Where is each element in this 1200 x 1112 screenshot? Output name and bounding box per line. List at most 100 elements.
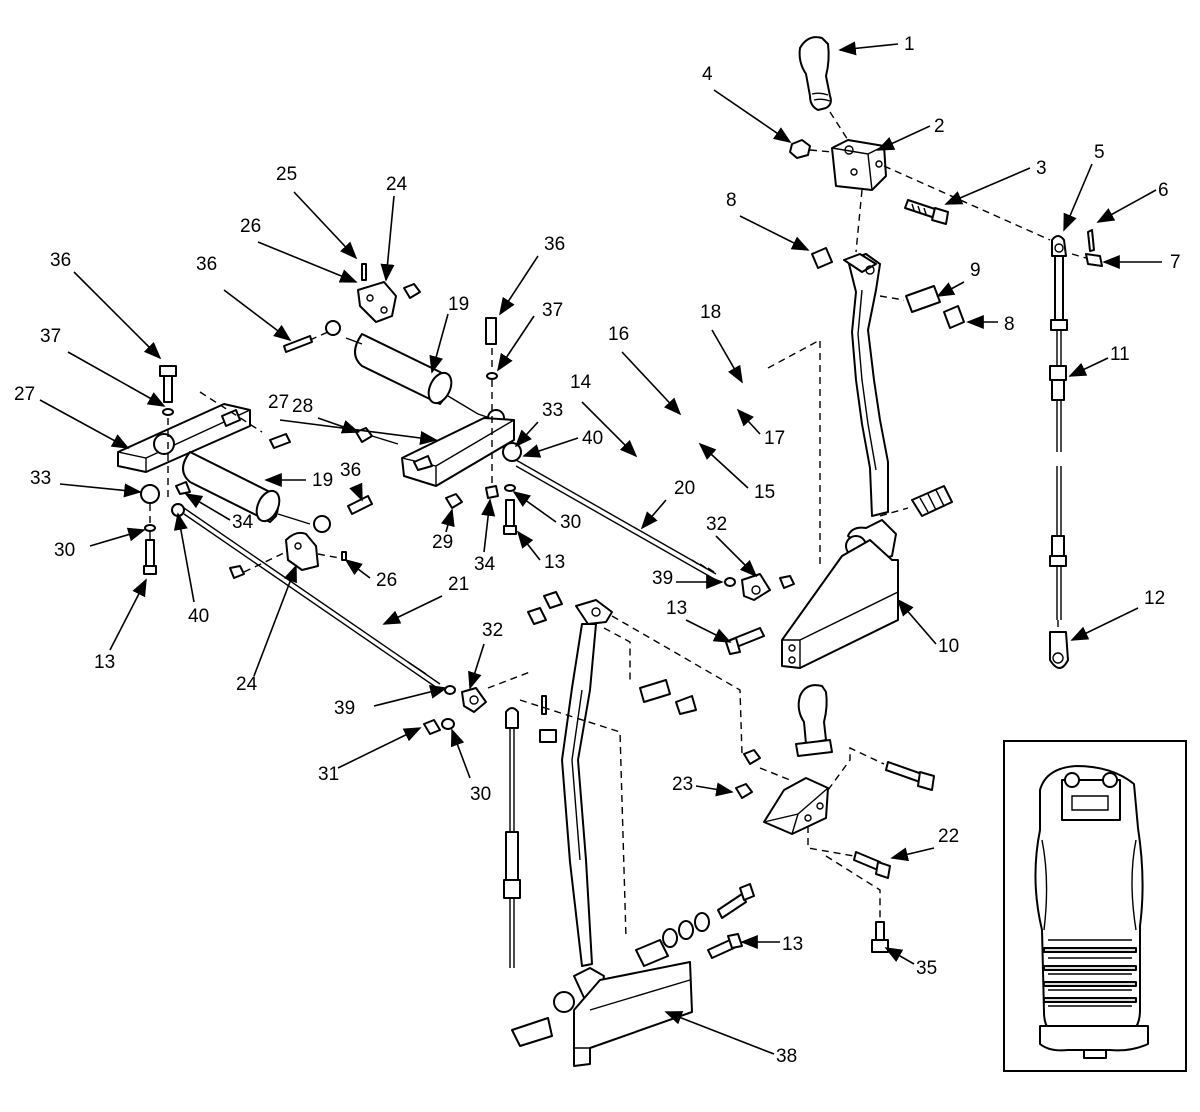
callout-number: 35 bbox=[916, 958, 937, 979]
callout-leader-line bbox=[468, 643, 485, 690]
callout-leader-line bbox=[581, 401, 638, 458]
callout-number: 36 bbox=[50, 250, 71, 271]
callout-number: 7 bbox=[1170, 252, 1181, 273]
callout-leader-line bbox=[184, 493, 231, 521]
callout-number: 27 bbox=[268, 392, 289, 413]
lower-right-block-assembly bbox=[735, 684, 935, 953]
callout-number: 11 bbox=[1110, 344, 1130, 365]
callout-number: 31 bbox=[318, 764, 339, 785]
callout-leader-line bbox=[685, 619, 732, 643]
callout-number: 26 bbox=[240, 216, 261, 237]
callout-leader-line bbox=[936, 281, 965, 297]
callout-number: 39 bbox=[652, 568, 673, 589]
callout-number: 32 bbox=[482, 620, 503, 641]
callout-leader-line bbox=[838, 41, 899, 56]
callout-leader-line bbox=[664, 1011, 775, 1055]
callout-number: 30 bbox=[470, 784, 491, 805]
lever-arm-part bbox=[847, 253, 889, 517]
callout-leader-line bbox=[1070, 607, 1139, 641]
callout-number: 34 bbox=[474, 554, 496, 575]
upper-cylinder-assembly bbox=[283, 263, 522, 535]
callout-leader-line bbox=[223, 289, 292, 342]
callout-number: 13 bbox=[666, 598, 687, 619]
callout-leader-line bbox=[640, 499, 667, 530]
callout-number: 13 bbox=[782, 934, 803, 955]
right-lever-assembly bbox=[781, 36, 965, 669]
callout-number: 40 bbox=[188, 606, 209, 627]
callout-number: 38 bbox=[776, 1046, 797, 1067]
callout-number: 36 bbox=[196, 254, 217, 275]
callout-number: 36 bbox=[544, 234, 565, 255]
callout-number: 24 bbox=[236, 674, 258, 695]
callout-number: 1 bbox=[904, 34, 915, 55]
callout-number: 6 bbox=[1158, 180, 1169, 201]
callout-leader-line bbox=[344, 558, 371, 579]
callout-number: 29 bbox=[432, 532, 453, 553]
callout-leader-line bbox=[890, 847, 935, 862]
callout-leader-line bbox=[59, 483, 142, 498]
callout-leader-line bbox=[739, 215, 810, 251]
callout-leader-line bbox=[337, 727, 422, 769]
callout-leader-line bbox=[67, 351, 166, 407]
callout-number: 16 bbox=[608, 324, 629, 345]
callout-number: 5 bbox=[1094, 142, 1105, 163]
callout-number: 13 bbox=[544, 552, 565, 573]
callout-number: 8 bbox=[1004, 314, 1015, 335]
callout-number: 12 bbox=[1144, 588, 1165, 609]
callout-number: 21 bbox=[448, 574, 469, 595]
cable-assembly bbox=[1049, 229, 1103, 669]
callout-leader-line bbox=[441, 508, 455, 533]
callout-leader-line bbox=[512, 490, 557, 523]
callout-number: 34 bbox=[232, 512, 254, 533]
callout-leader-line bbox=[1063, 163, 1093, 232]
callout-leader-line bbox=[713, 89, 792, 143]
callout-leader-line bbox=[1096, 189, 1157, 223]
callout-leader-line bbox=[516, 530, 541, 561]
alignment-lines bbox=[149, 111, 1087, 939]
callout-number: 4 bbox=[702, 64, 713, 85]
callout-leader-line bbox=[497, 315, 535, 372]
callout-leader-line bbox=[896, 598, 937, 645]
callout-leader-line bbox=[257, 241, 358, 283]
callout-leader-line bbox=[382, 595, 443, 625]
callout-number: 14 bbox=[570, 372, 592, 393]
callout-number: 18 bbox=[700, 302, 721, 323]
callout-number: 8 bbox=[726, 190, 737, 211]
callout-leader-line bbox=[621, 351, 682, 416]
callout-leader-line bbox=[373, 685, 448, 707]
callout-number: 3 bbox=[1036, 158, 1047, 179]
callout-leader-line bbox=[39, 399, 130, 449]
callout-number: 26 bbox=[376, 570, 397, 591]
callout-number: 36 bbox=[340, 460, 361, 481]
callout-number: 20 bbox=[674, 478, 695, 499]
callout-leader-line bbox=[944, 167, 1031, 205]
callout-leader-line bbox=[317, 417, 360, 434]
callout-leader-line bbox=[499, 255, 539, 316]
callout-leader-line bbox=[876, 125, 931, 151]
callout-leader-line bbox=[450, 728, 471, 779]
callout-leader-line bbox=[349, 482, 363, 502]
callout-number: 33 bbox=[542, 400, 563, 421]
callout-number: 23 bbox=[672, 774, 693, 795]
lower-lever-assembly bbox=[503, 459, 795, 1067]
callout-number: 28 bbox=[292, 396, 313, 417]
callout-leader-line bbox=[109, 578, 147, 651]
callout-leader-line bbox=[698, 442, 749, 489]
knob-part bbox=[798, 36, 832, 111]
callout-number: 13 bbox=[94, 652, 115, 673]
callout-number: 17 bbox=[764, 428, 785, 449]
callout-number: 27 bbox=[14, 384, 35, 405]
callout-number: 15 bbox=[754, 482, 775, 503]
callout-number: 10 bbox=[938, 636, 959, 657]
inset-knob-detail bbox=[1003, 740, 1187, 1072]
callout-leader-line bbox=[884, 947, 915, 965]
callout-number: 22 bbox=[938, 826, 959, 847]
callout-number: 19 bbox=[312, 470, 333, 491]
callout-number: 32 bbox=[706, 514, 727, 535]
callout-leader-line bbox=[1068, 357, 1109, 377]
callout-number: 37 bbox=[40, 326, 61, 347]
callout-leader-line bbox=[514, 421, 539, 448]
callout-number: 25 bbox=[276, 164, 297, 185]
